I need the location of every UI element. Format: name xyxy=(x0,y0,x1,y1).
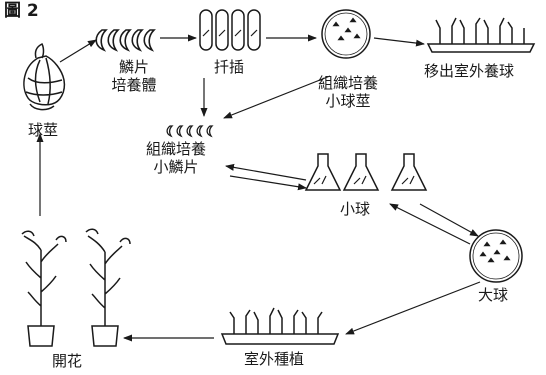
label-small-bulb: 小球 xyxy=(340,200,371,218)
label-bulb-stem: 球莖 xyxy=(28,121,59,139)
label-cultured-bulblet: 組織培養 小球莖 xyxy=(310,74,386,110)
label-transplant-out: 移出室外養球 xyxy=(424,62,515,80)
arrows xyxy=(36,34,481,342)
label-cultured-scales-line1: 組織培養 xyxy=(145,140,206,158)
label-cultured-bulblet-line1: 組織培養 xyxy=(317,74,378,92)
flowering-plants-icon xyxy=(21,228,131,347)
figure-title: 圖 2 xyxy=(4,1,39,21)
flasks-icon xyxy=(304,153,428,191)
small-scales-icon xyxy=(166,125,214,138)
label-scale-culture: 鱗片 培養體 xyxy=(104,58,164,94)
petri-dish-top-icon xyxy=(321,9,371,59)
tray-bottom-icon xyxy=(220,307,340,345)
tray-top-icon xyxy=(426,17,536,53)
label-cultured-scales: 組織培養 小鱗片 xyxy=(136,140,216,176)
petri-dish-large-icon xyxy=(469,229,523,283)
label-outdoor-planting: 室外種植 xyxy=(244,350,305,368)
label-scale-culture-line2: 培養體 xyxy=(111,76,157,94)
bulb-icon xyxy=(23,42,66,111)
label-scale-culture-line1: 鱗片 xyxy=(118,58,149,76)
scales-icon xyxy=(95,29,156,52)
label-flowering: 開花 xyxy=(52,352,83,370)
label-cultured-scales-line2: 小鱗片 xyxy=(153,158,199,176)
label-large-bulb: 大球 xyxy=(478,286,509,304)
test-tubes-icon xyxy=(199,9,261,51)
label-cultured-bulblet-line2: 小球莖 xyxy=(325,92,371,110)
label-insertion: 扦插 xyxy=(214,58,245,76)
